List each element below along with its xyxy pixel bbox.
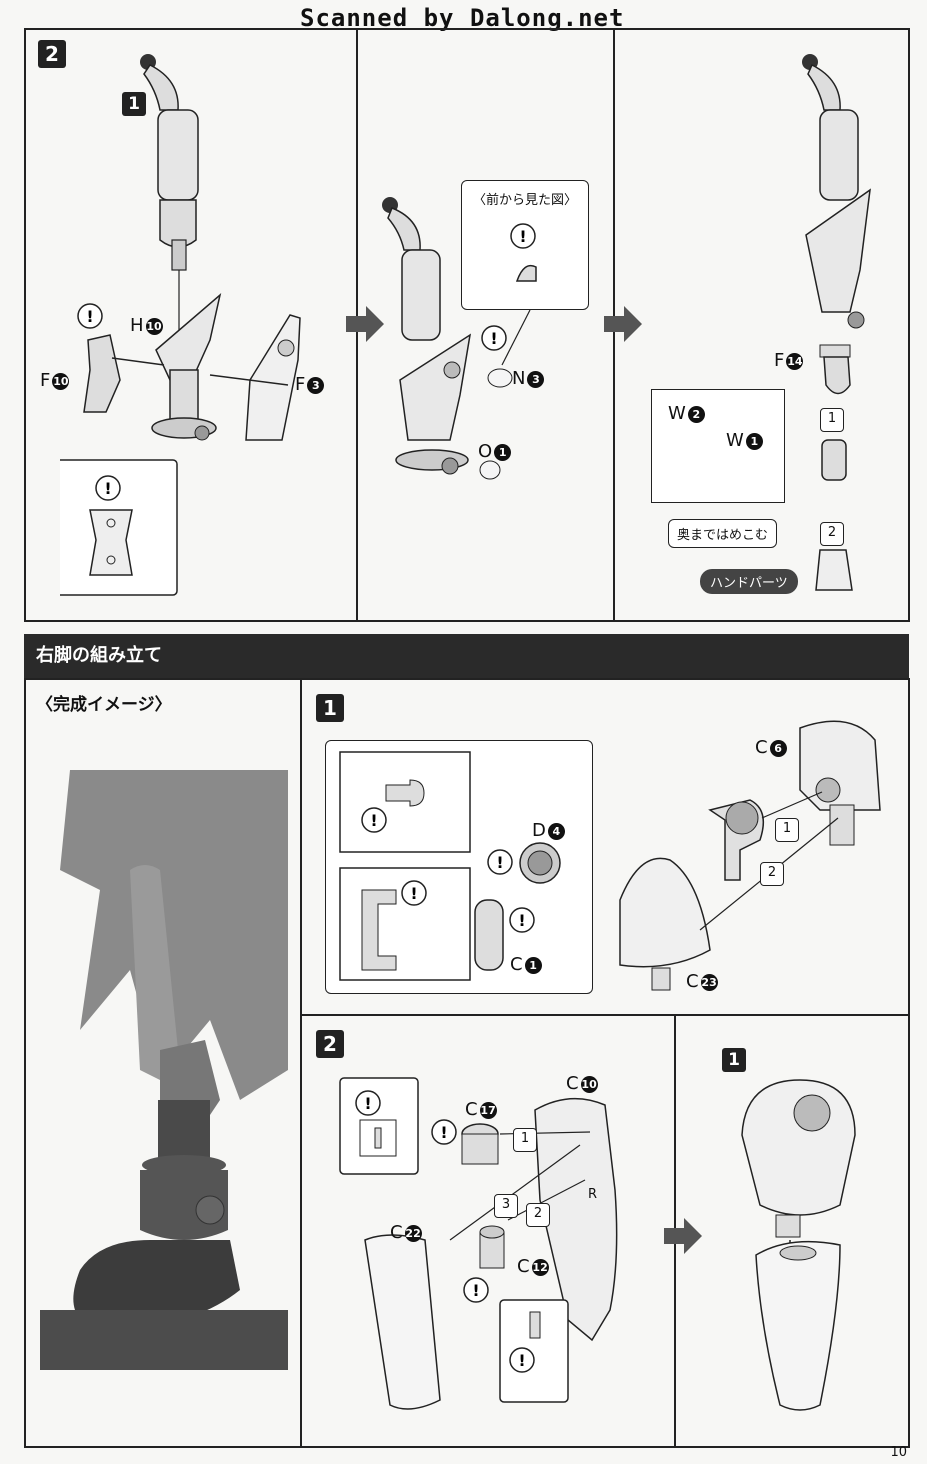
finished-image-title: 〈完成イメージ〉	[36, 695, 172, 715]
svg-text:!: !	[364, 1094, 371, 1113]
next-arrow-icon	[604, 306, 642, 342]
scan-credit: Scanned by Dalong.net	[300, 4, 625, 32]
sequence-number: 1	[820, 408, 844, 432]
svg-text:!: !	[440, 1123, 447, 1142]
section-title: 右脚の組み立て	[24, 634, 909, 678]
svg-text:!: !	[86, 307, 93, 326]
page-number: 10	[890, 1445, 907, 1460]
svg-text:!: !	[490, 329, 497, 348]
shin-assembly-illustration: ! ! ! !	[339, 1077, 618, 1410]
side-marker: R	[588, 1187, 598, 1202]
arm-assembly-illustration: ! !	[60, 54, 301, 596]
sub-step-badge: 1	[122, 92, 146, 116]
divider	[302, 1014, 908, 1016]
svg-text:!: !	[104, 479, 111, 498]
sequence-number: 1	[775, 818, 799, 842]
assembled-shin-illustration	[741, 1079, 856, 1411]
svg-text:!: !	[496, 853, 503, 872]
svg-text:!: !	[519, 227, 526, 246]
bottom-panel	[24, 678, 910, 1448]
part-shape-icon	[515, 264, 537, 282]
step-badge: 1	[316, 694, 344, 722]
sequence-number: 1	[513, 1128, 537, 1152]
sequence-number: 2	[526, 1203, 550, 1227]
hand-parts-tag: ハンドパーツ	[700, 569, 798, 594]
front-view-callout: 〈前から見た図〉 !	[461, 180, 589, 310]
top-step-panel	[24, 28, 910, 622]
sequence-number: 2	[820, 522, 844, 546]
next-arrow-icon	[346, 306, 384, 342]
knee-joint-illustration: ! ! ! !	[339, 720, 881, 991]
callout-title: 〈前から見た図〉	[472, 193, 577, 208]
exclamation-icon: !	[510, 223, 536, 249]
svg-text:!: !	[472, 1281, 479, 1300]
instruction-note: 奥まではめこむ	[668, 519, 778, 548]
svg-text:!: !	[370, 811, 377, 830]
svg-text:!: !	[410, 884, 417, 903]
svg-text:!: !	[518, 1351, 525, 1370]
sequence-number: 3	[494, 1194, 518, 1218]
sub-step-badge: 1	[722, 1048, 746, 1072]
svg-text:!: !	[518, 911, 525, 930]
next-arrow-icon	[664, 1218, 702, 1254]
arm-hand-illustration	[802, 54, 871, 591]
step-badge: 2	[38, 40, 66, 68]
divider	[300, 680, 302, 1446]
step-badge: 2	[316, 1030, 344, 1058]
finished-leg-image	[40, 770, 288, 1370]
sequence-number: 2	[760, 862, 784, 886]
zoom-box	[651, 389, 785, 503]
arm-cuff-illustration: !	[382, 197, 531, 480]
